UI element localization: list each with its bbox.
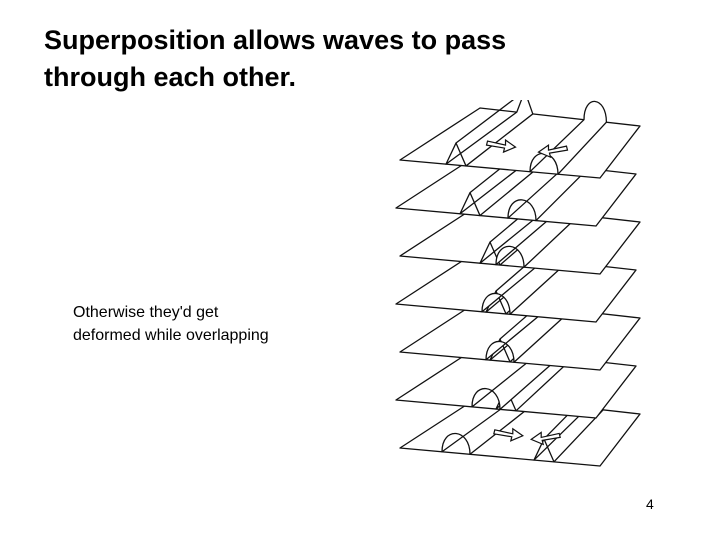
frame-1 [399,100,641,179]
rounded-pulse [529,100,608,175]
caption-line-2: deformed while overlapping [73,327,269,344]
right-arrow-icon [493,427,525,442]
frames-group [395,100,641,467]
right-arrow-icon [485,138,517,154]
title-line-2: through each other. [44,62,297,92]
wave-superposition-diagram [395,100,641,467]
triangular-pulse-ridge [455,100,515,144]
left-arrow-icon [537,143,569,159]
caption-line-1: Otherwise they'd get [73,304,219,321]
left-arrow-icon [529,431,561,446]
caption: Otherwise they'd get deformed while over… [73,301,343,347]
page-number: 4 [646,496,654,512]
title-line-1: Superposition allows waves to pass [44,25,507,55]
slide-title: Superposition allows waves to pass throu… [44,22,644,96]
